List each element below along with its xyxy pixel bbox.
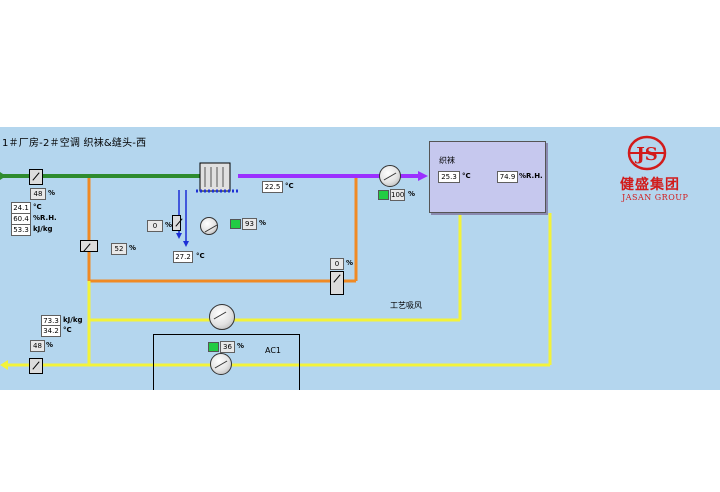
fresh-air-damper-icon[interactable] [29, 169, 43, 185]
ac1-fan-icon[interactable] [210, 353, 232, 375]
logo-chinese-name: 健盛集团 [620, 177, 680, 193]
mixing-damper-unit: % [129, 244, 137, 252]
valve-icon[interactable] [172, 215, 181, 231]
spray-arrow-1 [176, 233, 182, 239]
logo-initials: JS [634, 144, 658, 165]
page-title: 1＃厂房-2＃空调 织袜&缝头-西 [2, 138, 147, 149]
process-exhaust-label: 工艺吸风 [390, 301, 422, 310]
spray-temp-value: 27.2 [173, 251, 193, 263]
hvac-panel: 1＃厂房-2＃空调 织袜&缝头-西 织袜 25.3 °C 74.9 %R.H. … [0, 127, 720, 390]
logo-english-name: JASAN GROUP [622, 193, 689, 202]
spray-temp-unit: °C [196, 252, 205, 260]
ac1-status-indicator [208, 342, 219, 352]
return-temp-unit: °C [63, 326, 72, 334]
valve-unit: % [165, 221, 173, 229]
room-name: 织袜 [439, 156, 455, 165]
supply-fan-status-indicator [378, 190, 389, 200]
exhaust-damper-icon[interactable] [29, 358, 43, 374]
return-fan-icon[interactable] [209, 304, 235, 330]
fresh-air-inlet-arrow [0, 172, 6, 180]
pipe-network [0, 162, 552, 370]
bypass-damper-value: 0 [330, 258, 344, 270]
jasan-logo-icon: JS [627, 135, 667, 171]
room-temp-unit: °C [462, 172, 471, 180]
exhaust-damper-unit: % [46, 341, 54, 349]
fresh-air-enthalpy-value: 53.3 [11, 224, 31, 236]
mixing-damper-icon[interactable] [80, 240, 98, 252]
bypass-damper-icon[interactable] [330, 271, 344, 295]
ac1-value: 36 [220, 341, 235, 353]
room-temp-value: 25.3 [438, 171, 460, 183]
exhaust-damper-value: 48 [30, 340, 45, 352]
supply-air-arrow [418, 171, 428, 181]
room-rh-unit: %R.H. [519, 172, 543, 180]
fresh-air-damper-unit: % [48, 189, 56, 197]
pump-value: 93 [242, 218, 257, 230]
mixing-damper-value: 52 [111, 243, 127, 255]
room-rh-value: 74.9 [497, 171, 518, 183]
bypass-damper-unit: % [346, 259, 354, 267]
supply-fan-unit: % [408, 190, 416, 198]
supply-temp-value: 22.5 [262, 181, 283, 193]
return-temp-value: 34.2 [41, 325, 61, 337]
fresh-air-temp-unit: °C [33, 203, 42, 211]
supply-fan-icon[interactable] [379, 165, 401, 187]
return-enthalpy-unit: kJ/kg [63, 316, 83, 324]
pump-icon[interactable] [200, 217, 218, 235]
supply-temp-unit: °C [285, 182, 294, 190]
pump-status-indicator [230, 219, 241, 229]
exhaust-outlet-arrow [0, 360, 8, 370]
fresh-air-rh-unit: %R.H. [33, 214, 57, 222]
supply-fan-value: 100 [390, 189, 405, 201]
fresh-air-damper-value: 48 [30, 188, 46, 200]
ac1-unit: % [237, 342, 245, 350]
ac1-name: AC1 [265, 346, 282, 355]
ac1-box[interactable]: AC1 [153, 334, 300, 390]
valve-value: 0 [147, 220, 163, 232]
spray-arrow-2 [183, 241, 189, 247]
fresh-air-enthalpy-unit: kJ/kg [33, 225, 53, 233]
pump-unit: % [259, 219, 267, 227]
